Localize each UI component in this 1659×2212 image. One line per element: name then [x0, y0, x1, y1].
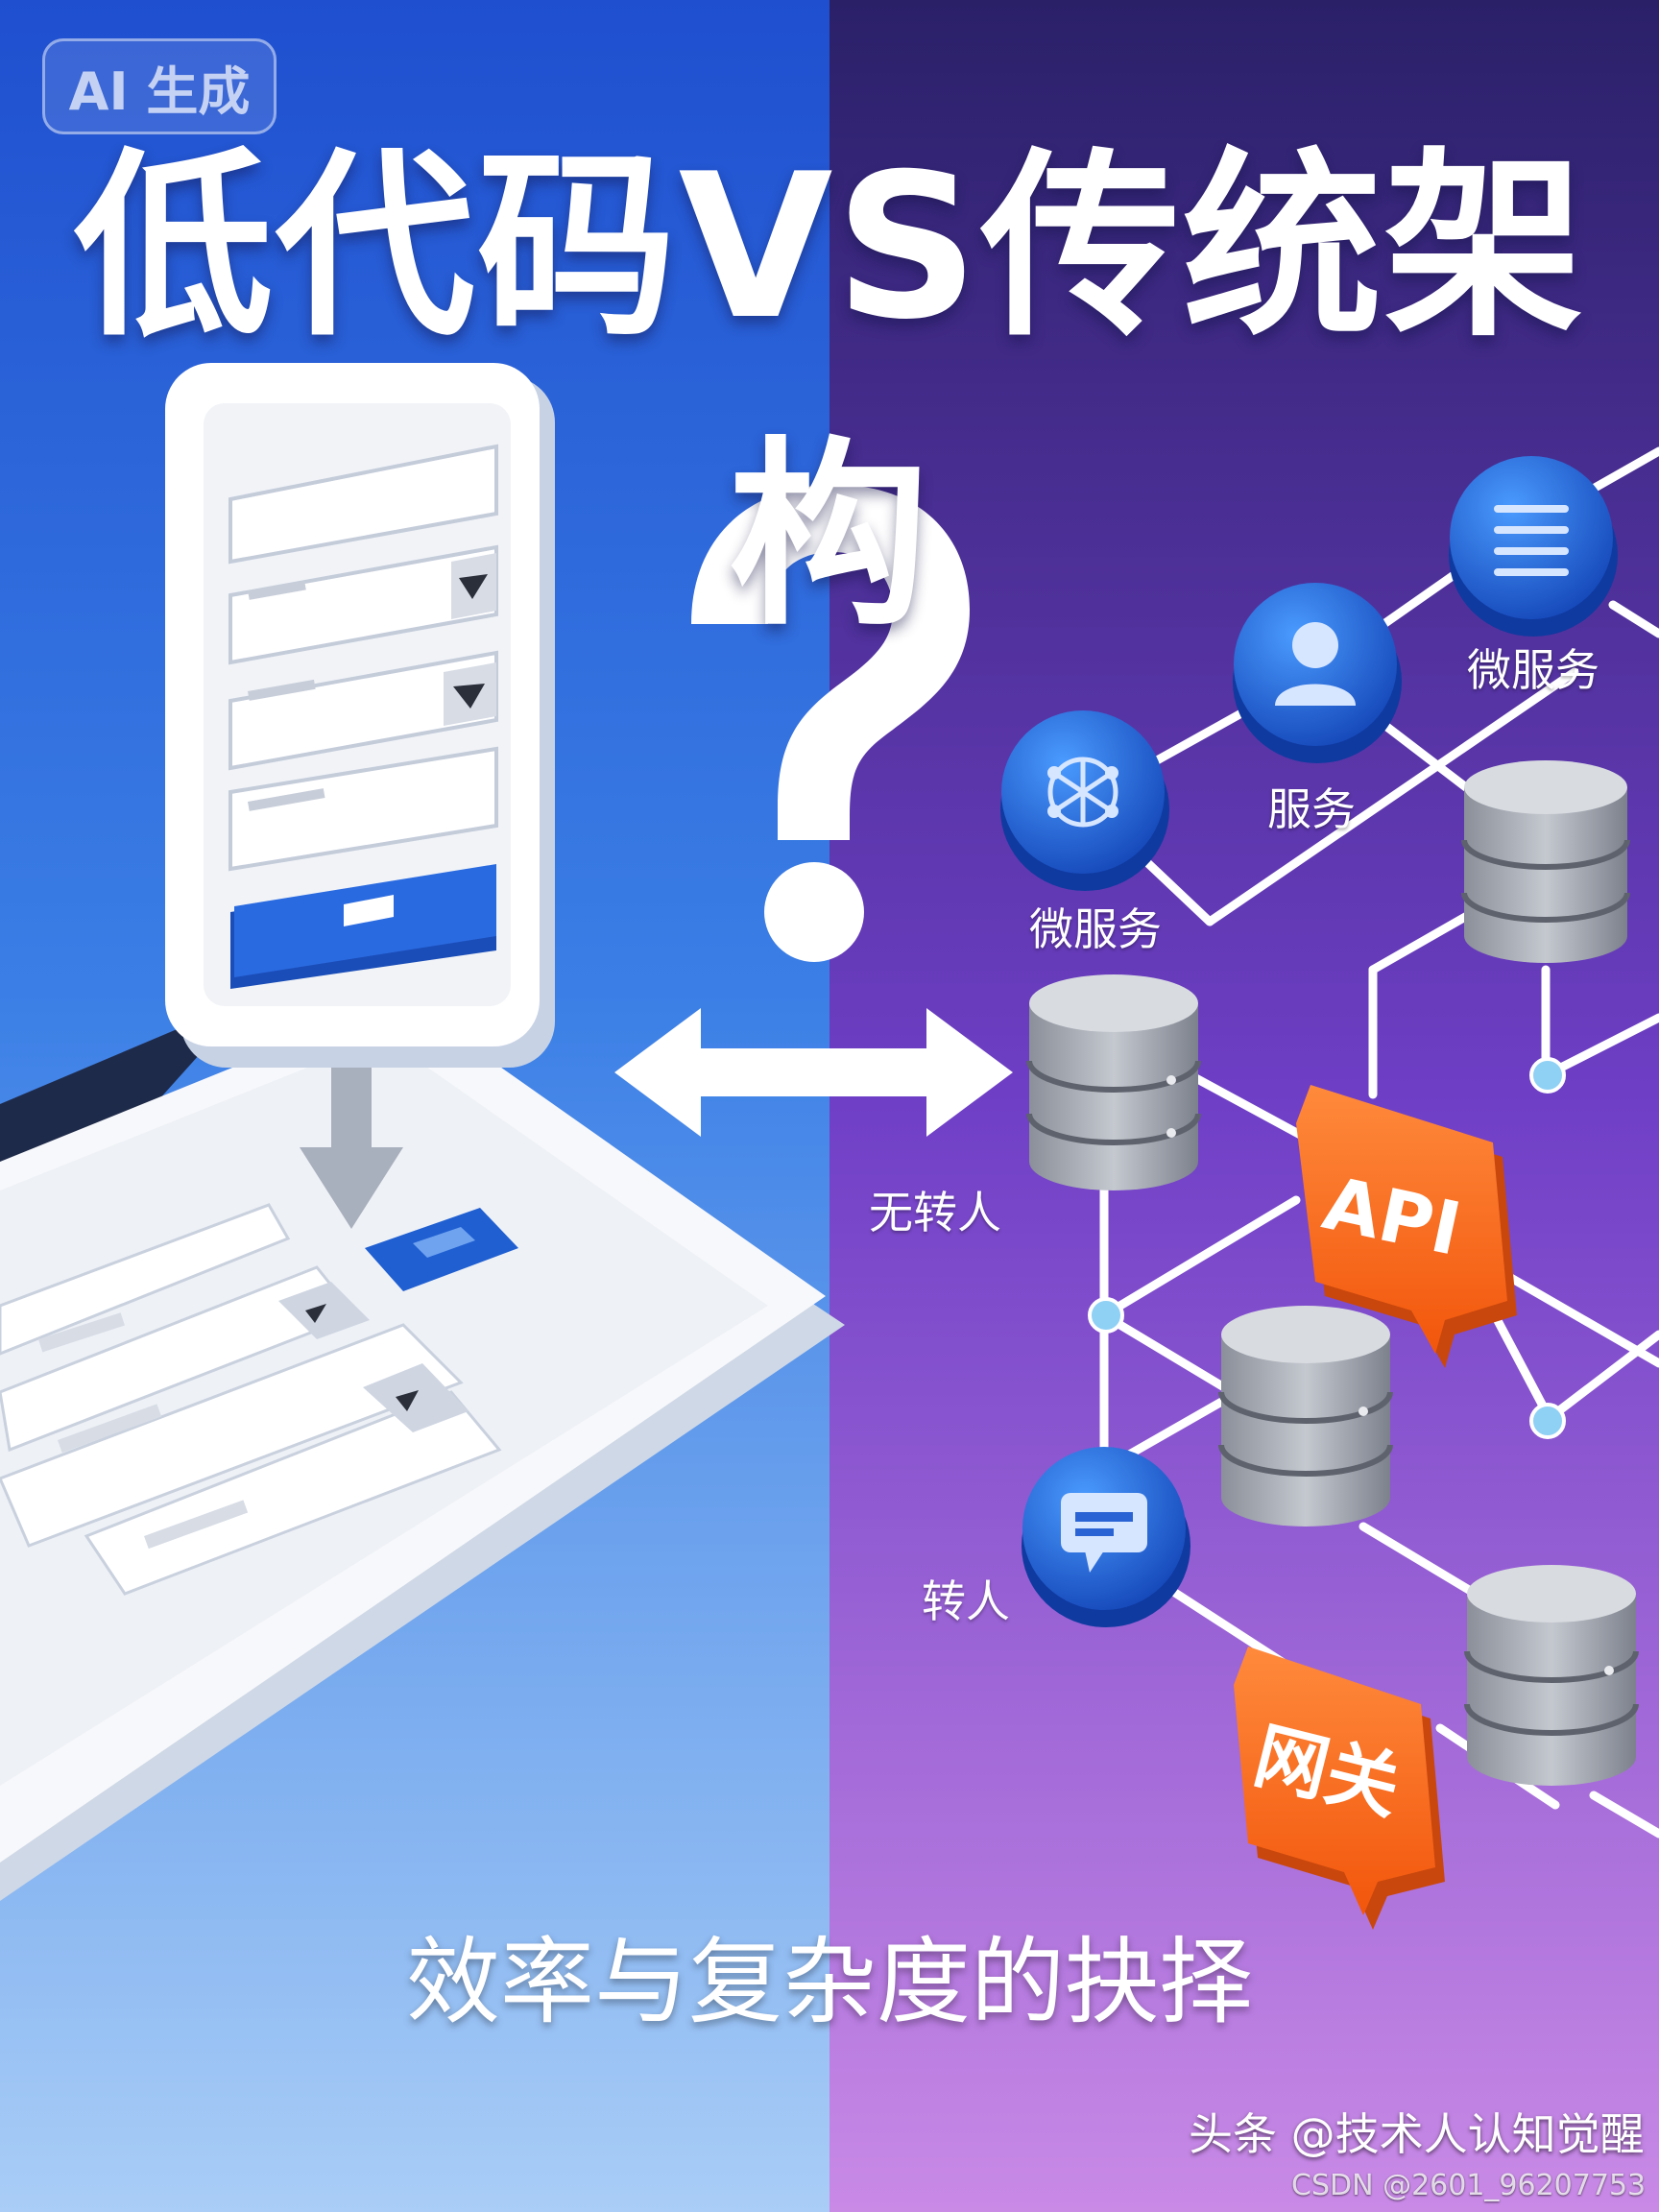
form-card [165, 363, 555, 1068]
page-subtitle: 效率与复杂度的抉择 [405, 1928, 1253, 2037]
database-icon [1464, 1565, 1639, 1786]
network-node-icon [1000, 710, 1169, 891]
label-transfer: 转人 [922, 1575, 1010, 1627]
double-arrow-icon [614, 1008, 1013, 1137]
question-mark-icon [691, 485, 970, 962]
csdn-watermark: CSDN @2601_96207753 [1291, 2169, 1647, 2202]
label-no-transfer: 无转人 [869, 1187, 1001, 1238]
gateway-tag-shape [1234, 1647, 1445, 1930]
database-icon [1026, 974, 1201, 1190]
database-icon [1218, 1306, 1393, 1527]
low-code-illustration [0, 363, 845, 1901]
page-title: 低代码VS传统架构 [73, 132, 1586, 653]
list-icon [1449, 456, 1618, 637]
database-icon [1461, 760, 1630, 963]
api-tag-shape [1296, 1085, 1517, 1368]
attribution-text: 头条 @技术人认知觉醒 [1189, 2108, 1645, 2160]
architecture-network [1000, 446, 1659, 1930]
label-service: 服务 [1267, 783, 1356, 835]
label-micro-service-left: 微服务 [1029, 903, 1162, 955]
laptop-form-fields [0, 1203, 518, 1596]
chat-icon [1022, 1447, 1190, 1627]
user-icon [1233, 583, 1402, 763]
ai-generated-badge: AI 生成 [42, 38, 276, 134]
label-micro-service-top: 微服务 [1467, 644, 1599, 696]
